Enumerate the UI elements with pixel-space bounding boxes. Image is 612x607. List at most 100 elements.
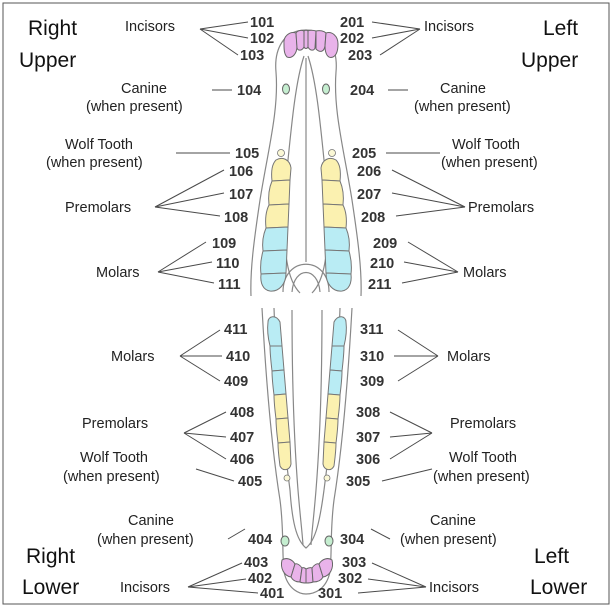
tooth-number-101: 101 — [250, 15, 274, 31]
tooth-407 — [276, 418, 290, 443]
tooth-number-209: 209 — [373, 236, 397, 252]
tooth-409 — [272, 370, 286, 395]
tooth-number-210: 210 — [370, 256, 394, 272]
tooth-number-403: 403 — [244, 555, 268, 571]
tooth-number-310: 310 — [360, 349, 384, 365]
lower-jaw-inner-right — [292, 310, 303, 545]
tooth-number-211: 211 — [368, 277, 391, 293]
tooth-number-306: 306 — [356, 452, 380, 468]
tooth-305 — [324, 475, 330, 481]
tooth-number-304: 304 — [340, 532, 364, 548]
upper-palate-arch — [283, 264, 329, 292]
tooth-number-311: 311 — [360, 322, 383, 338]
tooth-107 — [269, 180, 290, 205]
tooth-number-408: 408 — [230, 405, 254, 421]
tooth-number-107: 107 — [229, 187, 253, 203]
tooth-209 — [324, 227, 349, 251]
tooth-number-305: 305 — [346, 474, 370, 490]
tooth-number-105: 105 — [235, 146, 259, 162]
label-premolars-lower-left: Premolars — [450, 416, 516, 432]
quadrant-title-lower-right-line1: Right — [26, 545, 75, 568]
tooth-number-301: 301 — [318, 586, 342, 602]
upper-jaw — [251, 30, 361, 296]
quadrant-title-upper-left-line1: Left — [543, 17, 578, 40]
tooth-404 — [281, 536, 289, 546]
label-when-present-canine-lower-left: (when present) — [400, 532, 497, 548]
label-wolf-tooth-upper-left: Wolf Tooth — [452, 137, 520, 153]
tooth-number-402: 402 — [248, 571, 272, 587]
tooth-308 — [326, 394, 340, 419]
label-when-present-canine-lower-right: (when present) — [97, 532, 194, 548]
quadrant-title-lower-left-line1: Left — [534, 545, 569, 568]
tooth-408 — [274, 394, 288, 419]
tooth-202 — [316, 31, 326, 52]
label-incisors-upper-right: Incisors — [125, 19, 175, 35]
tooth-number-203: 203 — [348, 48, 372, 64]
quadrant-title-upper-right-line2: Upper — [19, 49, 76, 72]
tooth-307 — [324, 418, 338, 443]
tooth-102 — [296, 30, 304, 50]
tooth-405 — [284, 475, 290, 481]
tooth-number-401: 401 — [260, 586, 284, 602]
tooth-410 — [270, 346, 284, 371]
tooth-406 — [278, 442, 291, 470]
tooth-number-103: 103 — [240, 48, 264, 64]
tooth-210 — [325, 250, 351, 274]
label-when-present-wolf-upper-right: (when present) — [46, 155, 143, 171]
tooth-205 — [329, 150, 336, 157]
tooth-number-205: 205 — [352, 146, 376, 162]
label-when-present-wolf-upper-left: (when present) — [441, 155, 538, 171]
tooth-201 — [308, 30, 316, 50]
lower-jaw — [262, 308, 352, 594]
tooth-204 — [323, 84, 330, 94]
label-canine-lower-right: Canine — [128, 513, 174, 529]
tooth-306 — [323, 442, 336, 470]
quadrant-title-upper-left-line2: Upper — [521, 49, 578, 72]
tooth-207 — [322, 180, 343, 205]
tooth-number-108: 108 — [224, 210, 248, 226]
tooth-number-302: 302 — [338, 571, 362, 587]
label-when-present-canine-upper-left: (when present) — [414, 99, 511, 115]
tooth-106 — [272, 158, 291, 181]
label-canine-upper-right: Canine — [121, 81, 167, 97]
tooth-104 — [283, 84, 290, 94]
tooth-number-206: 206 — [357, 164, 381, 180]
tooth-number-208: 208 — [361, 210, 385, 226]
tooth-number-207: 207 — [357, 187, 381, 203]
label-premolars-upper-right: Premolars — [65, 200, 131, 216]
tooth-number-109: 109 — [212, 236, 236, 252]
tooth-number-407: 407 — [230, 430, 254, 446]
tooth-number-201: 201 — [340, 15, 364, 31]
tooth-103 — [284, 33, 297, 58]
label-wolf-tooth-lower-left: Wolf Tooth — [449, 450, 517, 466]
label-molars-upper-right: Molars — [96, 265, 140, 281]
label-canine-upper-left: Canine — [440, 81, 486, 97]
label-when-present-wolf-lower-right: (when present) — [63, 469, 160, 485]
tooth-309 — [328, 370, 342, 395]
label-incisors-upper-left: Incisors — [424, 19, 474, 35]
label-incisors-lower-left: Incisors — [429, 580, 479, 596]
lower-jaw-inner-left — [311, 310, 322, 545]
tooth-number-202: 202 — [340, 31, 364, 47]
tooth-110 — [261, 250, 287, 274]
tooth-304 — [325, 536, 333, 546]
tooth-310 — [330, 346, 344, 371]
tooth-number-307: 307 — [356, 430, 380, 446]
tooth-108 — [266, 204, 289, 228]
tooth-number-309: 309 — [360, 374, 384, 390]
quadrant-title-lower-left-line2: Lower — [530, 576, 587, 599]
tooth-number-204: 204 — [350, 83, 374, 99]
lower-chin-curve — [290, 490, 324, 548]
label-canine-lower-left: Canine — [430, 513, 476, 529]
tooth-number-405: 405 — [238, 474, 262, 490]
quadrant-title-upper-right-line1: Right — [28, 17, 77, 40]
tooth-number-406: 406 — [230, 452, 254, 468]
tooth-number-303: 303 — [342, 555, 366, 571]
tooth-109 — [263, 227, 288, 251]
tooth-number-106: 106 — [229, 164, 253, 180]
tooth-101 — [304, 30, 308, 48]
label-premolars-upper-left: Premolars — [468, 200, 534, 216]
tooth-number-411: 411 — [224, 322, 247, 338]
